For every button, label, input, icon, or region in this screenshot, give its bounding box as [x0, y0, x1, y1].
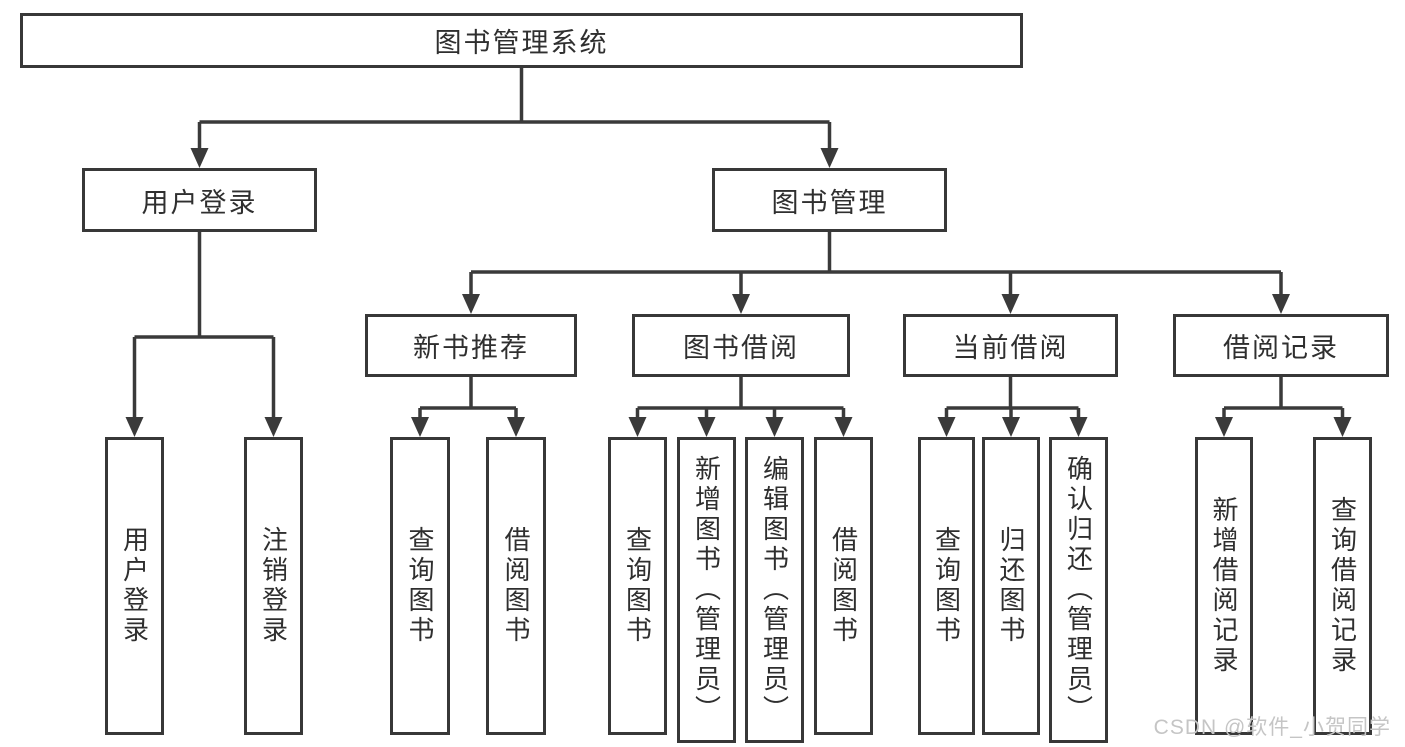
leaf-query-books-current: 查询图书 [918, 437, 975, 735]
node-new-book-recommend: 新书推荐 [365, 314, 577, 377]
node-book-borrowing: 图书借阅 [632, 314, 850, 377]
node-label: 用户登录 [141, 187, 258, 218]
leaf-return-book: 归还图书 [982, 437, 1040, 735]
node-label: 图书管理 [771, 187, 888, 218]
node-library-management-system: 图书管理系统 [20, 13, 1023, 68]
leaf-label: 新增图书（管理员） [691, 455, 722, 725]
node-label: 图书管理系统 [434, 28, 609, 58]
node-label: 图书借阅 [683, 333, 799, 363]
leaf-label: 编辑图书（管理员） [759, 455, 790, 725]
leaf-add-book-admin: 新增图书（管理员） [677, 437, 736, 743]
leaf-label: 新增借阅记录 [1209, 496, 1239, 676]
leaf-label: 查询图书 [622, 526, 653, 646]
leaf-label: 注销登录 [258, 526, 289, 646]
csdn-watermark: CSDN @软件_小贺同学 [1153, 716, 1391, 739]
node-borrowing-records: 借阅记录 [1173, 314, 1389, 377]
leaf-label: 查询借阅记录 [1327, 496, 1358, 676]
leaf-add-borrow-record: 新增借阅记录 [1195, 437, 1253, 735]
leaf-edit-book-admin: 编辑图书（管理员） [745, 437, 804, 743]
leaf-label: 确认归还（管理员） [1063, 455, 1094, 725]
node-label: 当前借阅 [952, 333, 1069, 363]
leaf-label: 借阅图书 [828, 526, 859, 646]
leaf-query-borrow-record: 查询借阅记录 [1313, 437, 1372, 735]
leaf-borrow-books: 借阅图书 [814, 437, 873, 735]
node-current-borrowing: 当前借阅 [903, 314, 1118, 377]
leaf-confirm-return-admin: 确认归还（管理员） [1049, 437, 1108, 743]
leaf-label: 查询图书 [405, 526, 435, 646]
leaf-query-books-borrowing: 查询图书 [608, 437, 667, 735]
node-book-management: 图书管理 [712, 168, 947, 232]
leaf-logout: 注销登录 [244, 437, 303, 735]
node-label: 新书推荐 [413, 333, 529, 363]
leaf-user-login: 用户登录 [105, 437, 164, 735]
leaf-query-books-recommend: 查询图书 [390, 437, 450, 735]
leaf-label: 查询图书 [931, 526, 962, 646]
leaf-label: 归还图书 [996, 526, 1026, 646]
node-label: 借阅记录 [1223, 333, 1339, 363]
node-user-login: 用户登录 [82, 168, 317, 232]
leaf-label: 借阅图书 [501, 526, 531, 646]
leaf-label: 用户登录 [119, 526, 150, 646]
leaf-borrow-books-recommend: 借阅图书 [486, 437, 546, 735]
